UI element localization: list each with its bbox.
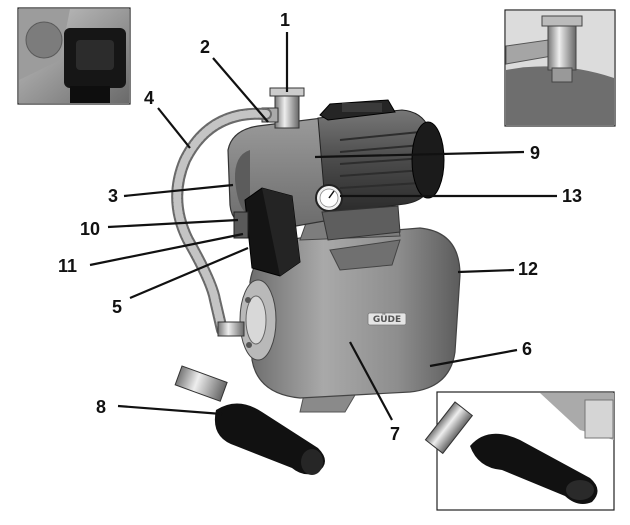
inset-outlet-fitting	[504, 9, 616, 127]
pump-illustration: GÜDE	[171, 87, 461, 413]
callout-9: 9	[530, 143, 540, 163]
leader-2	[212, 57, 269, 123]
callout-7: 7	[390, 424, 400, 444]
leader-9	[314, 150, 525, 159]
brand-logo: GÜDE	[367, 312, 407, 326]
callout-8: 8	[96, 397, 106, 417]
leader-12	[457, 268, 515, 274]
leader-8	[117, 404, 223, 416]
pressure-switch	[233, 187, 301, 277]
inset-suction-filter	[424, 391, 615, 511]
inset-pressure-switch	[17, 7, 131, 105]
motor	[317, 99, 445, 215]
callout-11: 11	[58, 256, 77, 276]
callout-3: 3	[108, 186, 118, 206]
outlet-fitting	[261, 87, 305, 129]
flexible-hose	[171, 107, 272, 337]
leader-3	[123, 183, 234, 198]
callout-labels: 1 2 3 4 5 6 7 8 9 10 11 12 13	[58, 10, 582, 444]
leader-4	[157, 107, 191, 149]
callout-6: 6	[522, 339, 532, 359]
suction-filter	[174, 365, 325, 475]
leader-11	[89, 232, 244, 267]
callout-2: 2	[200, 37, 210, 57]
leader-6	[429, 348, 518, 368]
callout-10: 10	[80, 219, 100, 239]
callout-1: 1	[280, 10, 290, 30]
pressure-gauge	[315, 184, 343, 212]
leader-5	[129, 246, 249, 300]
callout-5: 5	[112, 297, 122, 317]
leader-10	[107, 218, 239, 229]
callout-13: 13	[562, 186, 582, 206]
svg-text:GÜDE: GÜDE	[373, 314, 401, 325]
callout-4: 4	[144, 88, 154, 108]
pressure-tank	[239, 227, 461, 399]
leader-7	[349, 341, 393, 421]
leader-lines	[89, 32, 557, 421]
callout-12: 12	[518, 259, 538, 279]
